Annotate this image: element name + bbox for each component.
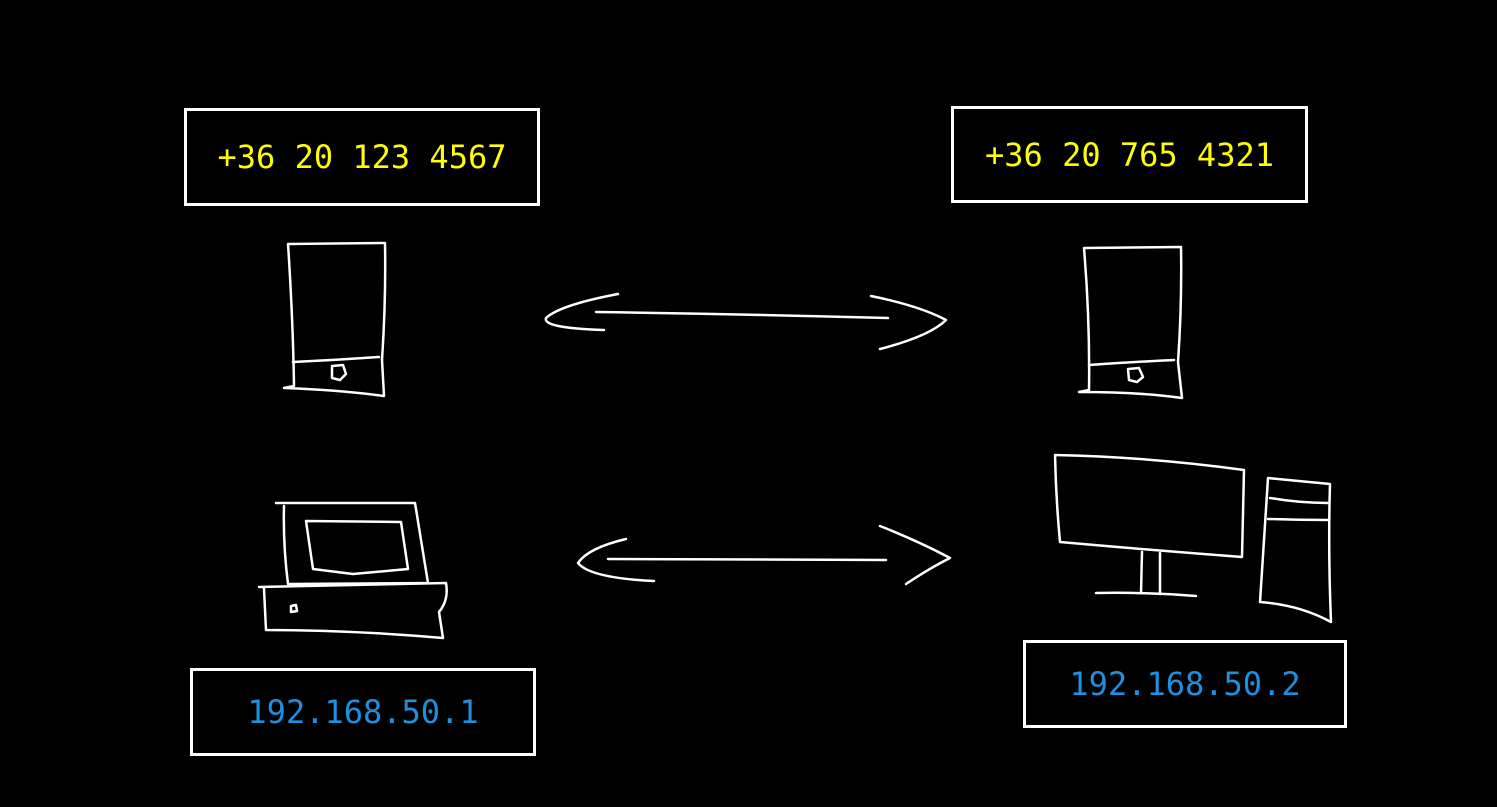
phone-number-box-right: +36 20 765 4321 [951,106,1308,203]
ip-address-left: 192.168.50.1 [247,693,479,731]
ip-address-box-left: 192.168.50.1 [190,668,536,756]
laptop-computer-icon [257,501,448,640]
phone-number-left: +36 20 123 4567 [217,138,507,176]
ip-address-right: 192.168.50.2 [1069,665,1301,703]
mobile-phone-icon [282,241,387,398]
phone-number-box-left: +36 20 123 4567 [184,108,540,206]
mobile-phone-icon [1077,245,1184,400]
double-arrow-icon [576,524,952,586]
ip-address-box-right: 192.168.50.2 [1023,640,1347,728]
desktop-computer-icon [1053,453,1333,624]
phone-number-right: +36 20 765 4321 [985,135,1274,174]
double-arrow-icon [544,292,948,351]
